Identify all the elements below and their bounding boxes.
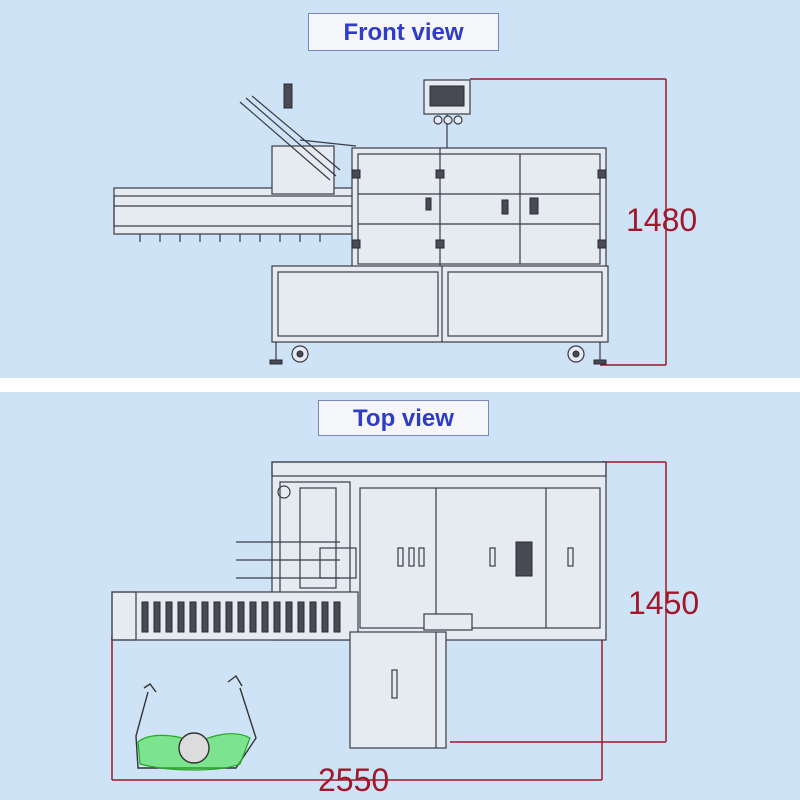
height-dimension-lines: [470, 78, 667, 366]
front-view-drawing: [113, 78, 667, 366]
control-panel: [423, 79, 471, 148]
feet-and-casters: [269, 342, 607, 365]
operator-figure: [135, 674, 257, 771]
top-view-panel: Top view 1450 2550: [0, 392, 800, 800]
top-view-drawing: [111, 461, 667, 781]
width-dimension-lines: [111, 636, 603, 781]
upper-frame: [351, 147, 607, 271]
depth-dimension-label: 1450: [628, 585, 700, 621]
top-view-title: Top view: [318, 400, 489, 436]
depth-dimension-lines: [450, 461, 667, 743]
infeed-conveyor: [113, 187, 355, 242]
front-view-panel: Front view 1480: [0, 0, 800, 378]
base-cabinet: [271, 265, 609, 343]
height-dimension-label: 1480: [626, 202, 698, 238]
panel-divider: [0, 378, 800, 392]
carton-magazine: [239, 83, 357, 195]
front-view-title: Front view: [308, 13, 499, 51]
infeed-conveyor-top: [111, 591, 359, 641]
output-section: [349, 631, 447, 749]
width-dimension-label: 2550: [318, 762, 390, 798]
feeder-mechanism: [236, 481, 357, 603]
